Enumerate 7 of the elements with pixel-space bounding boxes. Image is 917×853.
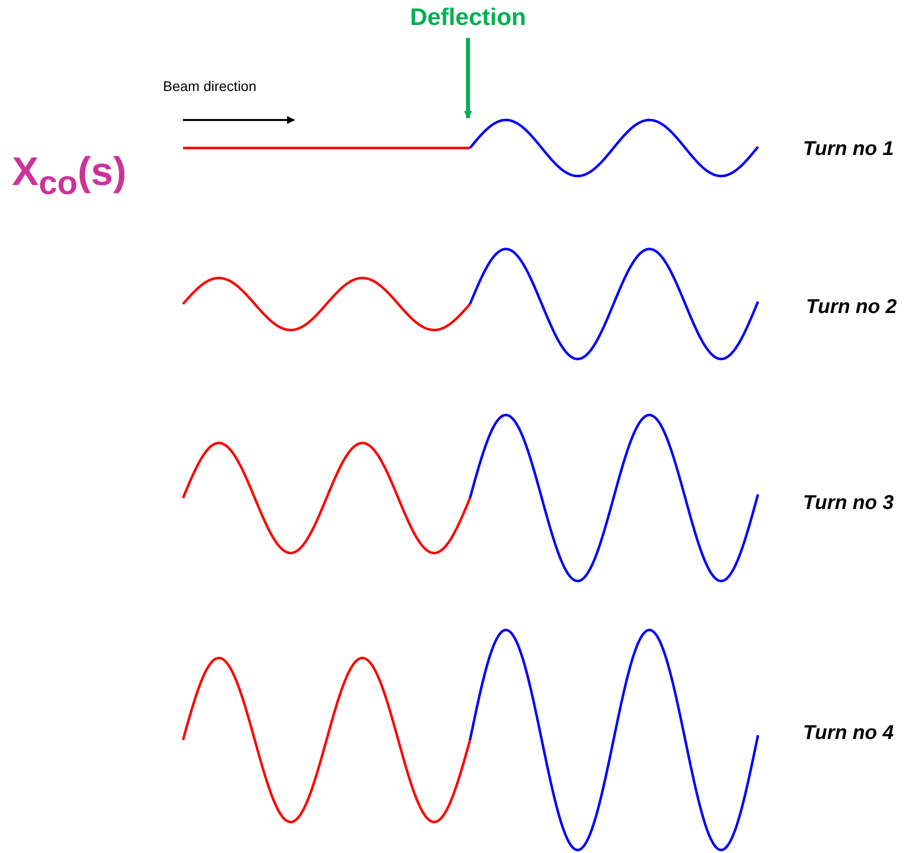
- turn-label: Turn no 4: [803, 722, 894, 745]
- turn-label: Turn no 1: [803, 138, 894, 161]
- annotation-label: Deflection: [410, 4, 526, 32]
- direction-label: Beam direction: [163, 78, 256, 94]
- axis-label: X$_{co}$(s): [12, 150, 126, 203]
- turn-label: Turn no 3: [803, 492, 894, 515]
- turn-label: Turn no 2: [806, 296, 897, 319]
